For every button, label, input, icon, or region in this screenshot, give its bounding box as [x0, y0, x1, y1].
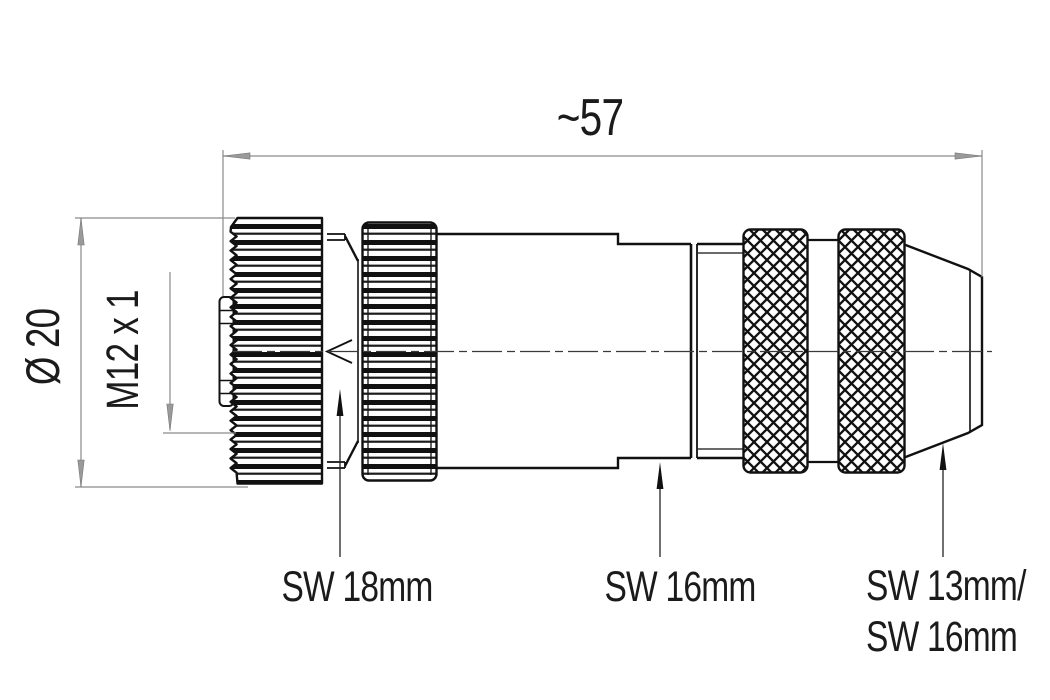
- dimension-lines: [75, 150, 983, 488]
- neck-section: [697, 242, 744, 460]
- arrow-sw18: [336, 389, 344, 416]
- wrench-size-gland-line1: SW 13mm/: [866, 562, 1026, 610]
- dimension-arrowheads: [77, 152, 983, 488]
- thread-size-label: M12 x 1: [97, 290, 148, 410]
- wrench-size-gland-label: SW 13mm/ SW 16mm: [866, 561, 1045, 663]
- arrow-length-left: [222, 152, 251, 160]
- coupling-nut-knurl: [229, 216, 324, 485]
- wrench-size-body-label: SW 16mm: [604, 562, 756, 611]
- arrow-thread-down: [166, 403, 174, 432]
- hex-transition: [324, 233, 360, 469]
- overall-length-label: ~57: [556, 89, 624, 147]
- arrow-length-right: [954, 152, 983, 160]
- hex-body: [437, 232, 691, 470]
- wrench-size-coupling-label: SW 18mm: [281, 562, 433, 611]
- leader-lines: [339, 414, 944, 557]
- front-stub: [218, 296, 235, 407]
- outer-diameter-label: Ø 20: [15, 308, 69, 386]
- arrow-diameter-top: [77, 217, 85, 246]
- arrow-sw16: [656, 462, 664, 489]
- wrench-size-gland-line2: SW 16mm: [866, 613, 1018, 661]
- arrow-diameter-bottom: [77, 459, 85, 488]
- arrow-sw13-16: [939, 443, 947, 470]
- leader-arrowheads: [336, 389, 947, 489]
